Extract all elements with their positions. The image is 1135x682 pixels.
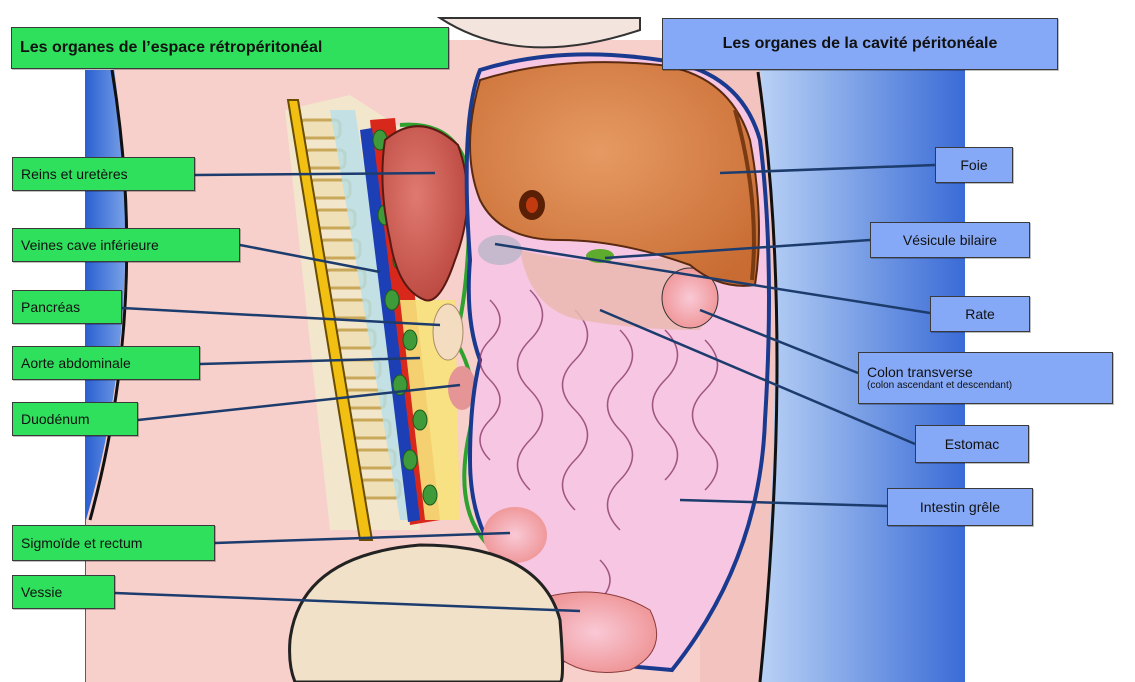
label-colon-title: Colon transverse bbox=[867, 364, 973, 380]
colon bbox=[661, 267, 719, 329]
sigmoid bbox=[483, 507, 547, 563]
label-vena-cava: Veines cave inférieure bbox=[12, 228, 240, 262]
vertebrae bbox=[298, 118, 402, 500]
label-colon-subtitle: (colon ascendant et descendant) bbox=[867, 380, 1013, 391]
label-pancreas: Pancréas bbox=[12, 290, 122, 324]
label-bladder: Vessie bbox=[12, 575, 115, 609]
label-duodenum: Duodénum bbox=[12, 402, 138, 436]
label-aorta: Aorte abdominale bbox=[12, 346, 200, 380]
label-gallbladder: Vésicule bilaire bbox=[870, 222, 1030, 258]
label-kidneys: Reins et uretères bbox=[12, 157, 195, 191]
label-colon: Colon transverse (colon ascendant et des… bbox=[858, 352, 1113, 404]
leader-lines bbox=[114, 163, 936, 613]
label-spleen: Rate bbox=[930, 296, 1030, 332]
duodenum bbox=[448, 366, 476, 410]
header-retroperitoneal: Les organes de l’espace rétropéritonéal bbox=[11, 27, 449, 69]
label-liver: Foie bbox=[935, 147, 1013, 183]
label-sigmoid: Sigmoïde et rectum bbox=[12, 525, 215, 561]
liver bbox=[469, 61, 760, 287]
label-stomach: Estomac bbox=[915, 425, 1029, 463]
pancreas bbox=[432, 303, 464, 361]
spleen bbox=[478, 235, 522, 265]
small-intestine bbox=[479, 289, 719, 641]
label-small-intestine: Intestin grêle bbox=[887, 488, 1033, 526]
kidney bbox=[381, 125, 469, 302]
header-peritoneal: Les organes de la cavité péritonéale bbox=[662, 18, 1058, 70]
vena-cava bbox=[360, 128, 420, 522]
chin-shape bbox=[436, 17, 641, 49]
